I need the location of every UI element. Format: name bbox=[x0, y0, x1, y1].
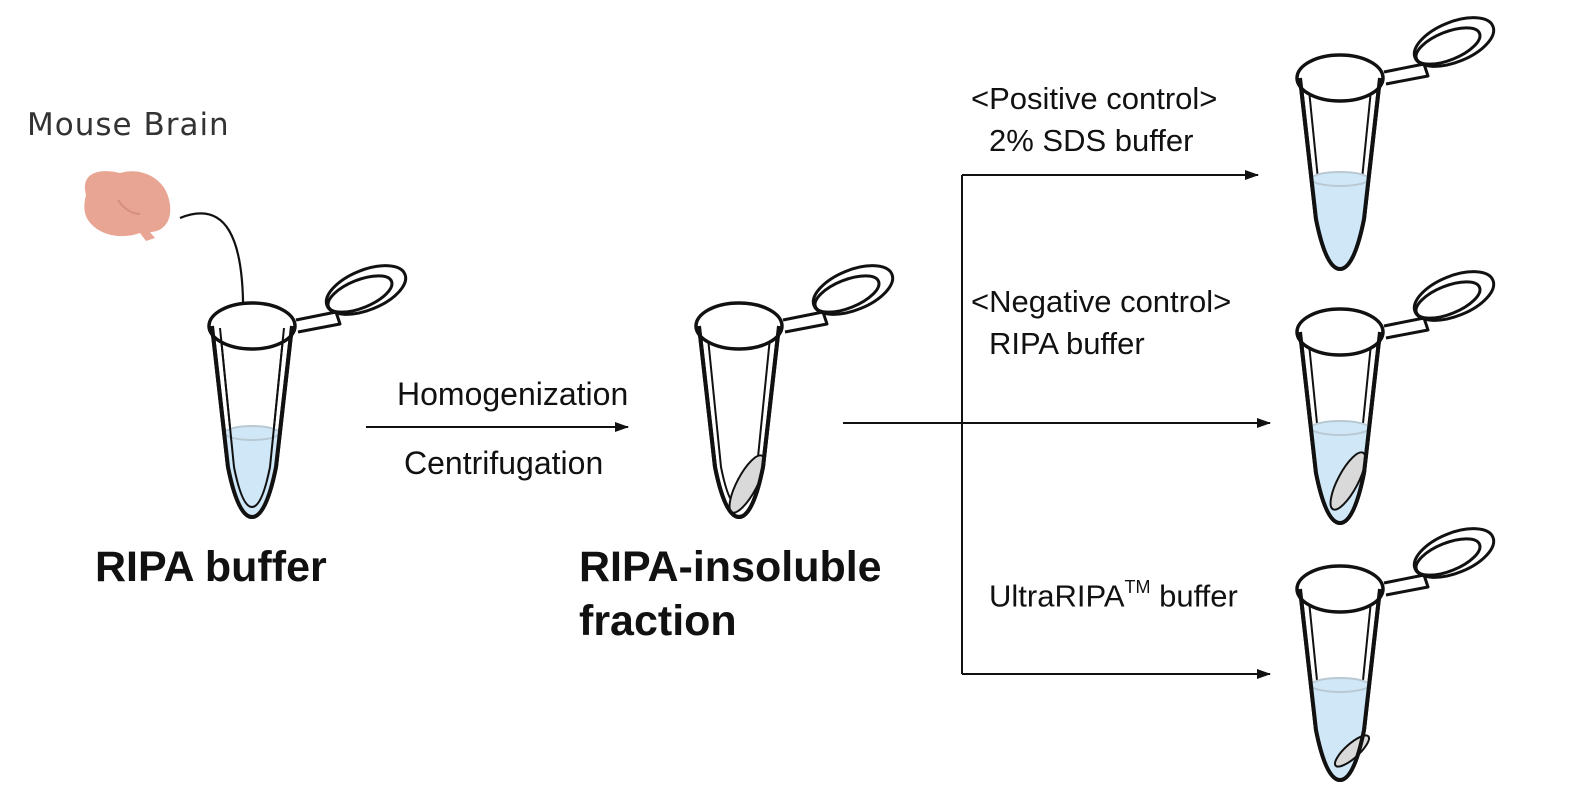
mouse-brain-label: Mouse Brain bbox=[27, 107, 230, 143]
tube-ripa-buffer bbox=[207, 253, 415, 519]
ultraripa-buffer-word: buffer bbox=[1159, 578, 1238, 614]
mouse-brain-icon bbox=[84, 171, 171, 241]
trademark-mark: TM bbox=[1124, 577, 1151, 597]
positive-control-buffer: 2% SDS buffer bbox=[989, 123, 1194, 158]
ripa-insoluble-label-line1: RIPA-insoluble bbox=[579, 543, 882, 591]
negative-control-heading: <Negative control> bbox=[971, 284, 1232, 319]
ultraripa-name: UltraRIPA bbox=[989, 578, 1125, 614]
ultraripa-label: UltraRIPATM buffer bbox=[989, 577, 1238, 614]
tube-ripa-insoluble bbox=[694, 253, 902, 519]
tube-ultraripa bbox=[1295, 516, 1503, 782]
brain-to-tube-arrow bbox=[179, 212, 249, 323]
homogenization-label: Homogenization bbox=[397, 376, 629, 412]
positive-control-heading: <Positive control> bbox=[971, 81, 1218, 116]
ripa-insoluble-label-line2: fraction bbox=[579, 597, 737, 645]
ripa-buffer-label: RIPA buffer bbox=[95, 543, 327, 591]
tube-negative-control bbox=[1295, 259, 1503, 525]
centrifugation-label: Centrifugation bbox=[404, 445, 604, 481]
branch-connector bbox=[843, 170, 1271, 679]
negative-control-buffer: RIPA buffer bbox=[989, 326, 1145, 361]
tube-positive-control bbox=[1295, 5, 1503, 272]
